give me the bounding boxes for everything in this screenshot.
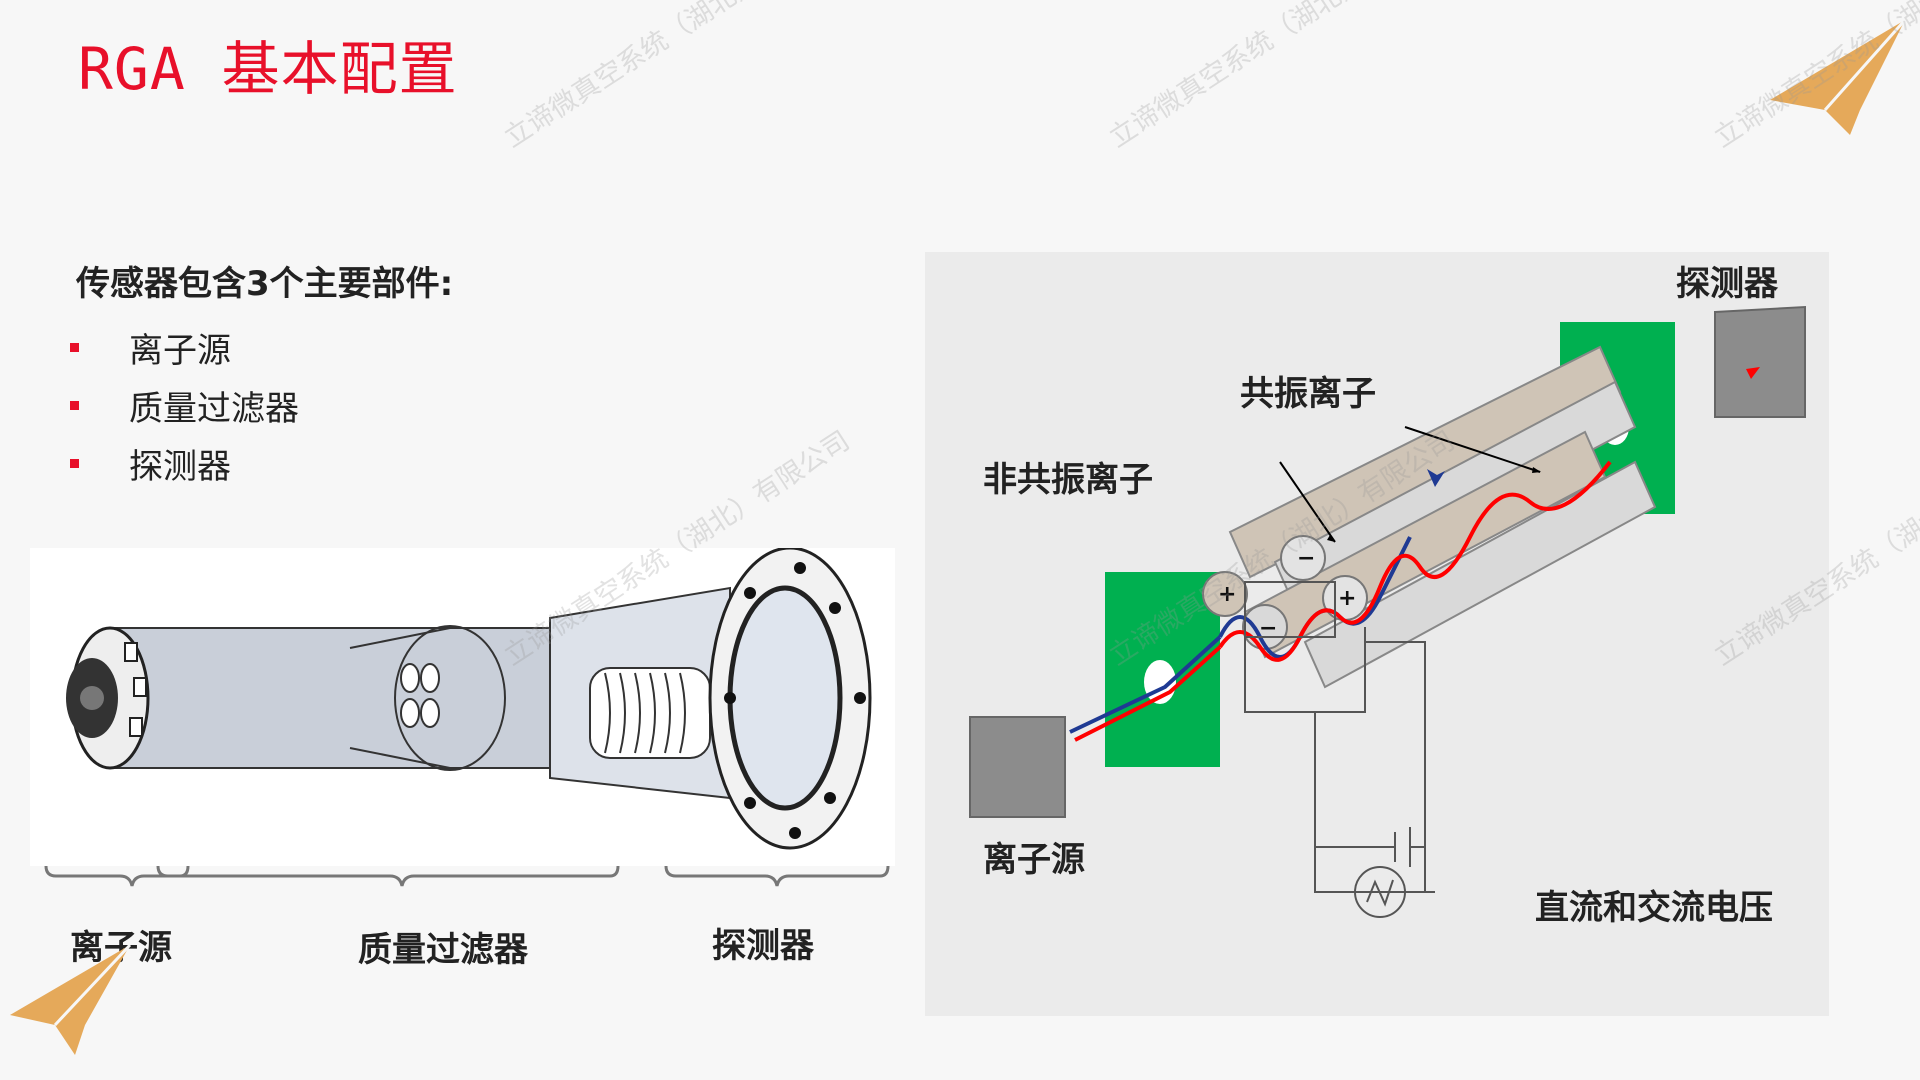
- list-item: 探测器: [70, 434, 299, 492]
- minus-sign: −: [1259, 616, 1277, 641]
- quadrupole-drawing: + + − −: [969, 305, 1806, 918]
- sensor-drawing: [66, 546, 872, 850]
- watermark: 立谛微真空系统（湖北）有限公司: [1103, 0, 1461, 154]
- ion-source-block: [969, 716, 1066, 818]
- list-item-label: 离子源: [129, 330, 231, 371]
- plus-sign: +: [1218, 582, 1236, 607]
- list-item: 质量过滤器: [70, 376, 299, 434]
- label-detector: 探测器: [712, 926, 814, 966]
- bullet-marker: [70, 400, 79, 410]
- list-item-label: 探测器: [129, 446, 231, 487]
- quadrupole-diagram: + + − −: [925, 252, 1829, 1016]
- label-mass-filter: 质量过滤器: [358, 930, 528, 970]
- diagram-label-resonant-ions: 共振离子: [1240, 374, 1376, 414]
- list-item: 离子源: [70, 318, 299, 376]
- bullet-marker: [70, 342, 79, 352]
- diagram-label-detector: 探测器: [1676, 264, 1778, 304]
- list-item-label: 质量过滤器: [129, 388, 299, 429]
- page-title: RGA 基本配置: [78, 35, 458, 103]
- bullet-marker: [70, 458, 79, 468]
- sensor-illustration: [30, 546, 895, 866]
- paper-plane-icon: [10, 943, 132, 1055]
- detector-block: [1714, 305, 1806, 418]
- minus-sign: −: [1297, 546, 1315, 571]
- watermark: 立谛微真空系统（湖北）有限公司: [498, 0, 856, 154]
- component-list: 离子源 质量过滤器 探测器: [70, 318, 299, 492]
- diagram-label-voltage: 直流和交流电压: [1535, 888, 1773, 928]
- intro-text: 传感器包含3个主要部件:: [76, 264, 454, 304]
- paper-plane-icon: [1770, 19, 1907, 135]
- diagram-label-ion-source: 离子源: [983, 840, 1085, 880]
- section-braces: [44, 865, 890, 887]
- plus-sign: +: [1338, 586, 1356, 611]
- diagram-label-non-resonant-ions: 非共振离子: [983, 460, 1153, 500]
- label-ion-source: 离子源: [70, 928, 172, 968]
